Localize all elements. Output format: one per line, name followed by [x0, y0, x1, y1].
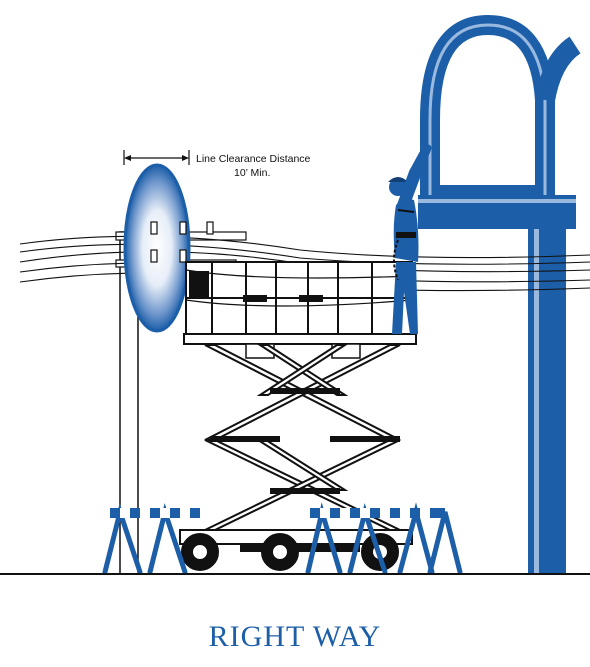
annotation-line-1: Line Clearance Distance	[196, 153, 311, 165]
barricades	[102, 502, 463, 575]
scissor-lift	[179, 261, 417, 571]
annotation-line-2: 10’ Min.	[234, 167, 270, 179]
insulators	[150, 221, 214, 263]
clearance-zone	[123, 163, 191, 333]
platform-guardrail	[185, 261, 413, 335]
lift-crossbars	[210, 388, 400, 494]
right-way-illustration: Line Clearance Distance 10’ Min.	[0, 14, 590, 575]
worker-figure	[388, 144, 432, 334]
caption: RIGHT WAY	[208, 620, 382, 653]
clearance-annotation: Line Clearance Distance 10’ Min.	[123, 150, 311, 179]
arch-structure	[418, 14, 581, 574]
